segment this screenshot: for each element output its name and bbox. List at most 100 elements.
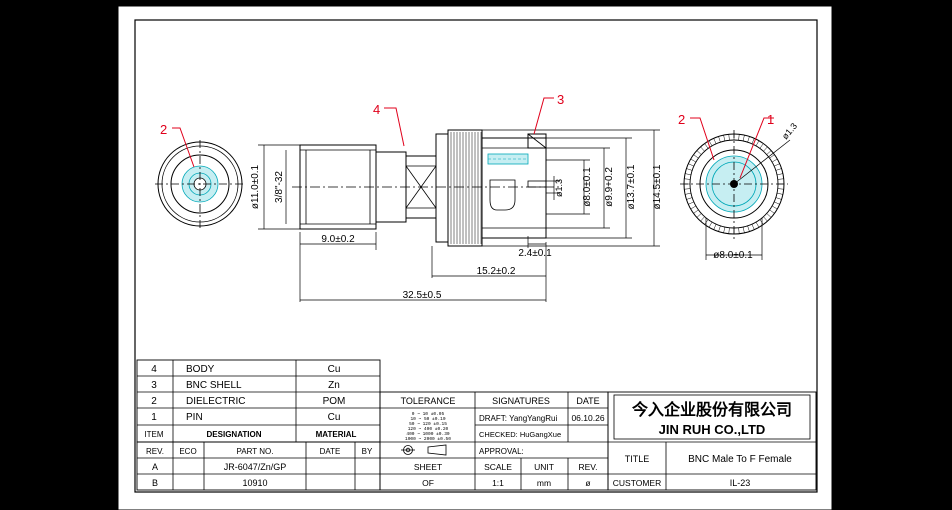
rev-part-a: JR-6047/Zn/GP xyxy=(224,462,287,472)
unit-value: mm xyxy=(537,478,551,488)
bom-rows: 4 BODY Cu 3 BNC SHELL Zn 2 DIELECTRIC PO… xyxy=(144,364,356,439)
tolerance-line: 1000 ~ 2000 ±0.50 xyxy=(405,436,451,442)
drawing-title: BNC Male To F Female xyxy=(688,454,792,465)
dim-pin-dia: ø1.3 xyxy=(554,179,564,197)
knurl-tick xyxy=(742,135,745,142)
knurl-tick xyxy=(696,150,702,155)
knurl-tick xyxy=(759,143,764,149)
knurl-tick xyxy=(747,136,750,143)
dim-side-diameter: ø11.0±0.1 xyxy=(250,164,261,209)
knurl-tick xyxy=(693,209,699,214)
rev-row-b: B xyxy=(152,478,158,488)
projection-symbol xyxy=(401,444,447,456)
left-end-view xyxy=(155,140,245,228)
knurl-tick xyxy=(688,163,694,167)
knurl-tick xyxy=(755,140,760,147)
customer-label: CUSTOMER xyxy=(613,478,662,488)
title-block xyxy=(607,391,817,491)
rev-header-eco: ECO xyxy=(179,447,196,456)
dim-32-5: 32.5±0.5 xyxy=(403,290,442,301)
tolerance-line: 400 ~ 1000 ±0.30 xyxy=(406,431,450,437)
knurl-tick xyxy=(723,135,726,142)
bom-material: Cu xyxy=(328,412,341,423)
tolerance-lines: 0 ~ 10 ±0.05 10 ~ 50 ±0.10 50 ~ 120 ±0.1… xyxy=(405,411,451,442)
knurl-tick xyxy=(774,163,780,167)
balloon-1: 1 xyxy=(767,112,774,127)
balloon-2-right-leader xyxy=(690,117,715,161)
company-name-en: JIN RUH CO.,LTD xyxy=(659,422,766,437)
knurl-tick xyxy=(723,226,726,233)
knurl-tick xyxy=(688,201,694,205)
knurl-tick xyxy=(742,226,745,233)
knurl-tick xyxy=(771,158,778,163)
knurl-tick xyxy=(704,143,709,149)
dim-15-2: 15.2±0.2 xyxy=(477,266,516,277)
rev-label: REV. xyxy=(578,462,597,472)
knurl-tick xyxy=(759,219,764,225)
knurl-tick xyxy=(700,146,705,152)
knurl-tick xyxy=(690,205,697,210)
knurl-tick xyxy=(738,227,740,234)
front-view xyxy=(680,130,791,240)
dim-14-5: ø14.5±0.1 xyxy=(652,164,663,209)
drawing-border xyxy=(134,19,818,493)
knurl-tick xyxy=(718,136,721,143)
balloon-1-leader xyxy=(739,117,774,179)
dim-thread: 3/8"-32 xyxy=(274,171,285,203)
front-dim-8-0: ø8.0±0.1 xyxy=(713,250,753,261)
knurl-tick xyxy=(776,192,783,195)
bom-item: 1 xyxy=(151,412,157,423)
knurl-tick xyxy=(763,216,768,222)
bom-material: POM xyxy=(323,396,346,407)
knurl-tick xyxy=(686,168,693,171)
balloon-4: 4 xyxy=(373,102,380,117)
knurl-tick xyxy=(684,178,691,180)
sheet-label: SHEET xyxy=(414,462,442,472)
scale-value: 1:1 xyxy=(492,478,504,488)
dim-9-9: ø9.9+0.2 xyxy=(604,167,615,207)
knurl-tick xyxy=(766,150,772,155)
knurl-tick xyxy=(728,134,730,141)
knurl-tick xyxy=(718,225,721,232)
knurl-tick xyxy=(777,188,784,190)
balloon-2-right: 2 xyxy=(678,112,685,127)
balloon-2-left-leader xyxy=(172,127,195,168)
knurl-tick xyxy=(769,154,775,159)
rev-header-part: PART NO. xyxy=(237,447,274,456)
bom-designation: DIELECTRIC xyxy=(186,396,245,407)
knurl-tick xyxy=(686,197,693,200)
tolerance-line: 120 ~ 400 ±0.20 xyxy=(408,426,449,432)
knurl-tick xyxy=(777,178,784,180)
front-dimensions xyxy=(705,218,763,260)
scale-label: SCALE xyxy=(484,462,512,472)
knurl-tick xyxy=(708,140,713,147)
knurl-tick xyxy=(693,154,699,159)
knurl-tick xyxy=(738,134,740,141)
knurl-tick xyxy=(771,205,778,210)
rev-header-by: BY xyxy=(362,447,373,456)
tolerance-line: 50 ~ 120 ±0.15 xyxy=(409,421,447,427)
balloon-4-leader xyxy=(384,107,405,147)
knurl-tick xyxy=(684,188,691,190)
side-dimensions xyxy=(258,129,660,302)
rev-part-b: 10910 xyxy=(242,478,267,488)
knurl-tick xyxy=(766,213,772,218)
balloon-3-leader xyxy=(533,97,554,135)
sign-date: 06.10.26 xyxy=(571,413,604,423)
tolerance-line: 0 ~ 10 ±0.05 xyxy=(412,411,445,417)
knurl-tick xyxy=(751,224,755,230)
knurl-tick xyxy=(685,192,692,195)
bom-item: 4 xyxy=(151,364,157,375)
knurl-tick xyxy=(713,224,717,230)
sheet-value: OF xyxy=(422,478,434,488)
dim-8-0: ø8.0±0.1 xyxy=(582,167,593,207)
bom-material: Zn xyxy=(328,380,340,391)
checked-by: CHECKED: HuGangXue xyxy=(479,430,561,439)
knurl-tick xyxy=(713,138,717,144)
bom-header-item: ITEM xyxy=(144,430,163,439)
knurl-tick xyxy=(751,138,755,144)
knurl-tick xyxy=(747,225,750,232)
knurl-tick xyxy=(728,227,730,234)
